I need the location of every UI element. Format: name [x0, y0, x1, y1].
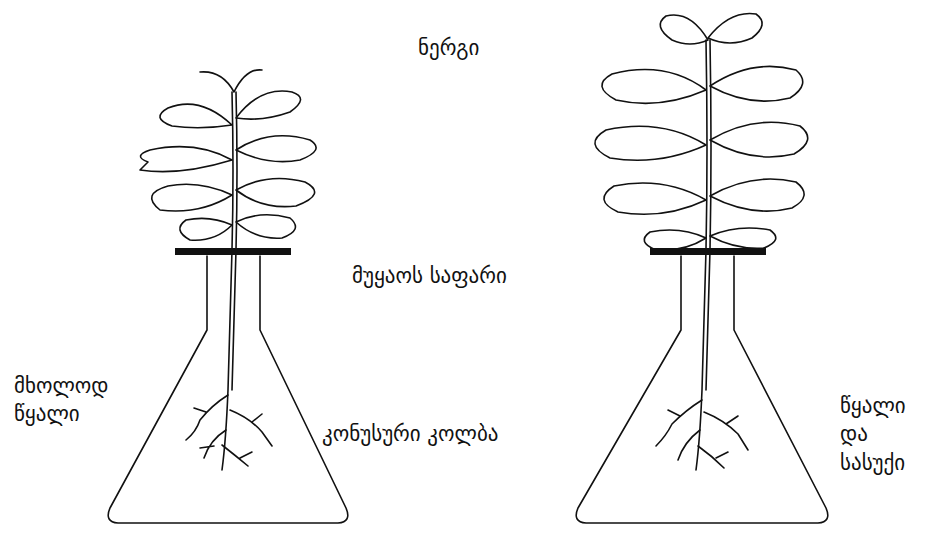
- liquid-label: წყალი და სასუქი: [840, 392, 936, 477]
- roots: [656, 400, 748, 468]
- liquid-label: მხოლოდ წყალი: [14, 372, 122, 429]
- roots: [186, 395, 272, 466]
- cardboard-cover: [650, 248, 766, 255]
- flask-label: კონუსური კოლბა: [322, 420, 498, 448]
- seedling-stem: [222, 92, 233, 470]
- cardboard-cover: [175, 248, 291, 255]
- leaf: [660, 15, 708, 44]
- seedling-label: ნერგი: [418, 34, 479, 62]
- leaf: [160, 104, 232, 128]
- cover-label: მუყაოს საფარი: [352, 262, 507, 290]
